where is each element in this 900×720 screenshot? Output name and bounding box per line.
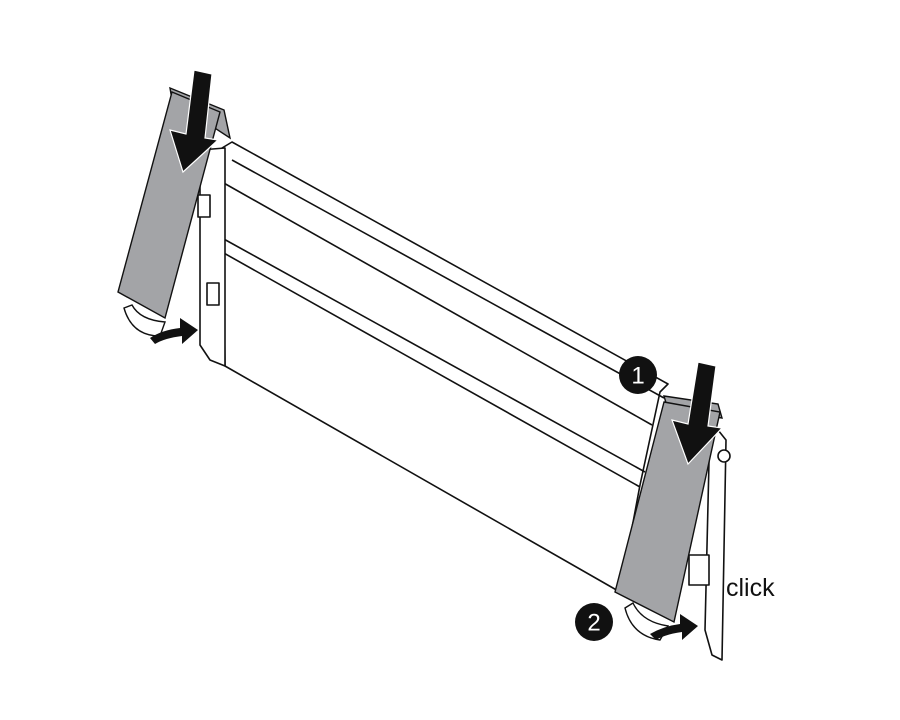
middle-rail-bottom	[221, 251, 641, 488]
left-bracket-slot	[197, 194, 211, 218]
top-rail-lower	[221, 181, 653, 426]
left-bracket	[199, 147, 226, 367]
middle-rail-top	[221, 237, 646, 473]
left-down-arrow-icon	[169, 69, 220, 174]
left-push-arrow-icon	[150, 318, 198, 344]
callout-2-label: 2	[587, 610, 600, 637]
right-bracket	[704, 419, 727, 661]
callout-1-label: 1	[631, 363, 644, 390]
callout-1: 1	[619, 356, 657, 394]
left-bracket-slot-lower	[206, 282, 220, 306]
right-latch	[688, 554, 710, 586]
right-down-arrow-icon	[671, 361, 724, 466]
right-push-arrow-icon	[650, 614, 698, 640]
callout-2: 2	[575, 603, 613, 641]
main-panel	[221, 141, 669, 593]
top-rail-edge	[231, 159, 665, 399]
right-bracket-knob	[717, 449, 731, 463]
click-label: click	[726, 574, 775, 602]
panel-assembly	[197, 141, 731, 661]
